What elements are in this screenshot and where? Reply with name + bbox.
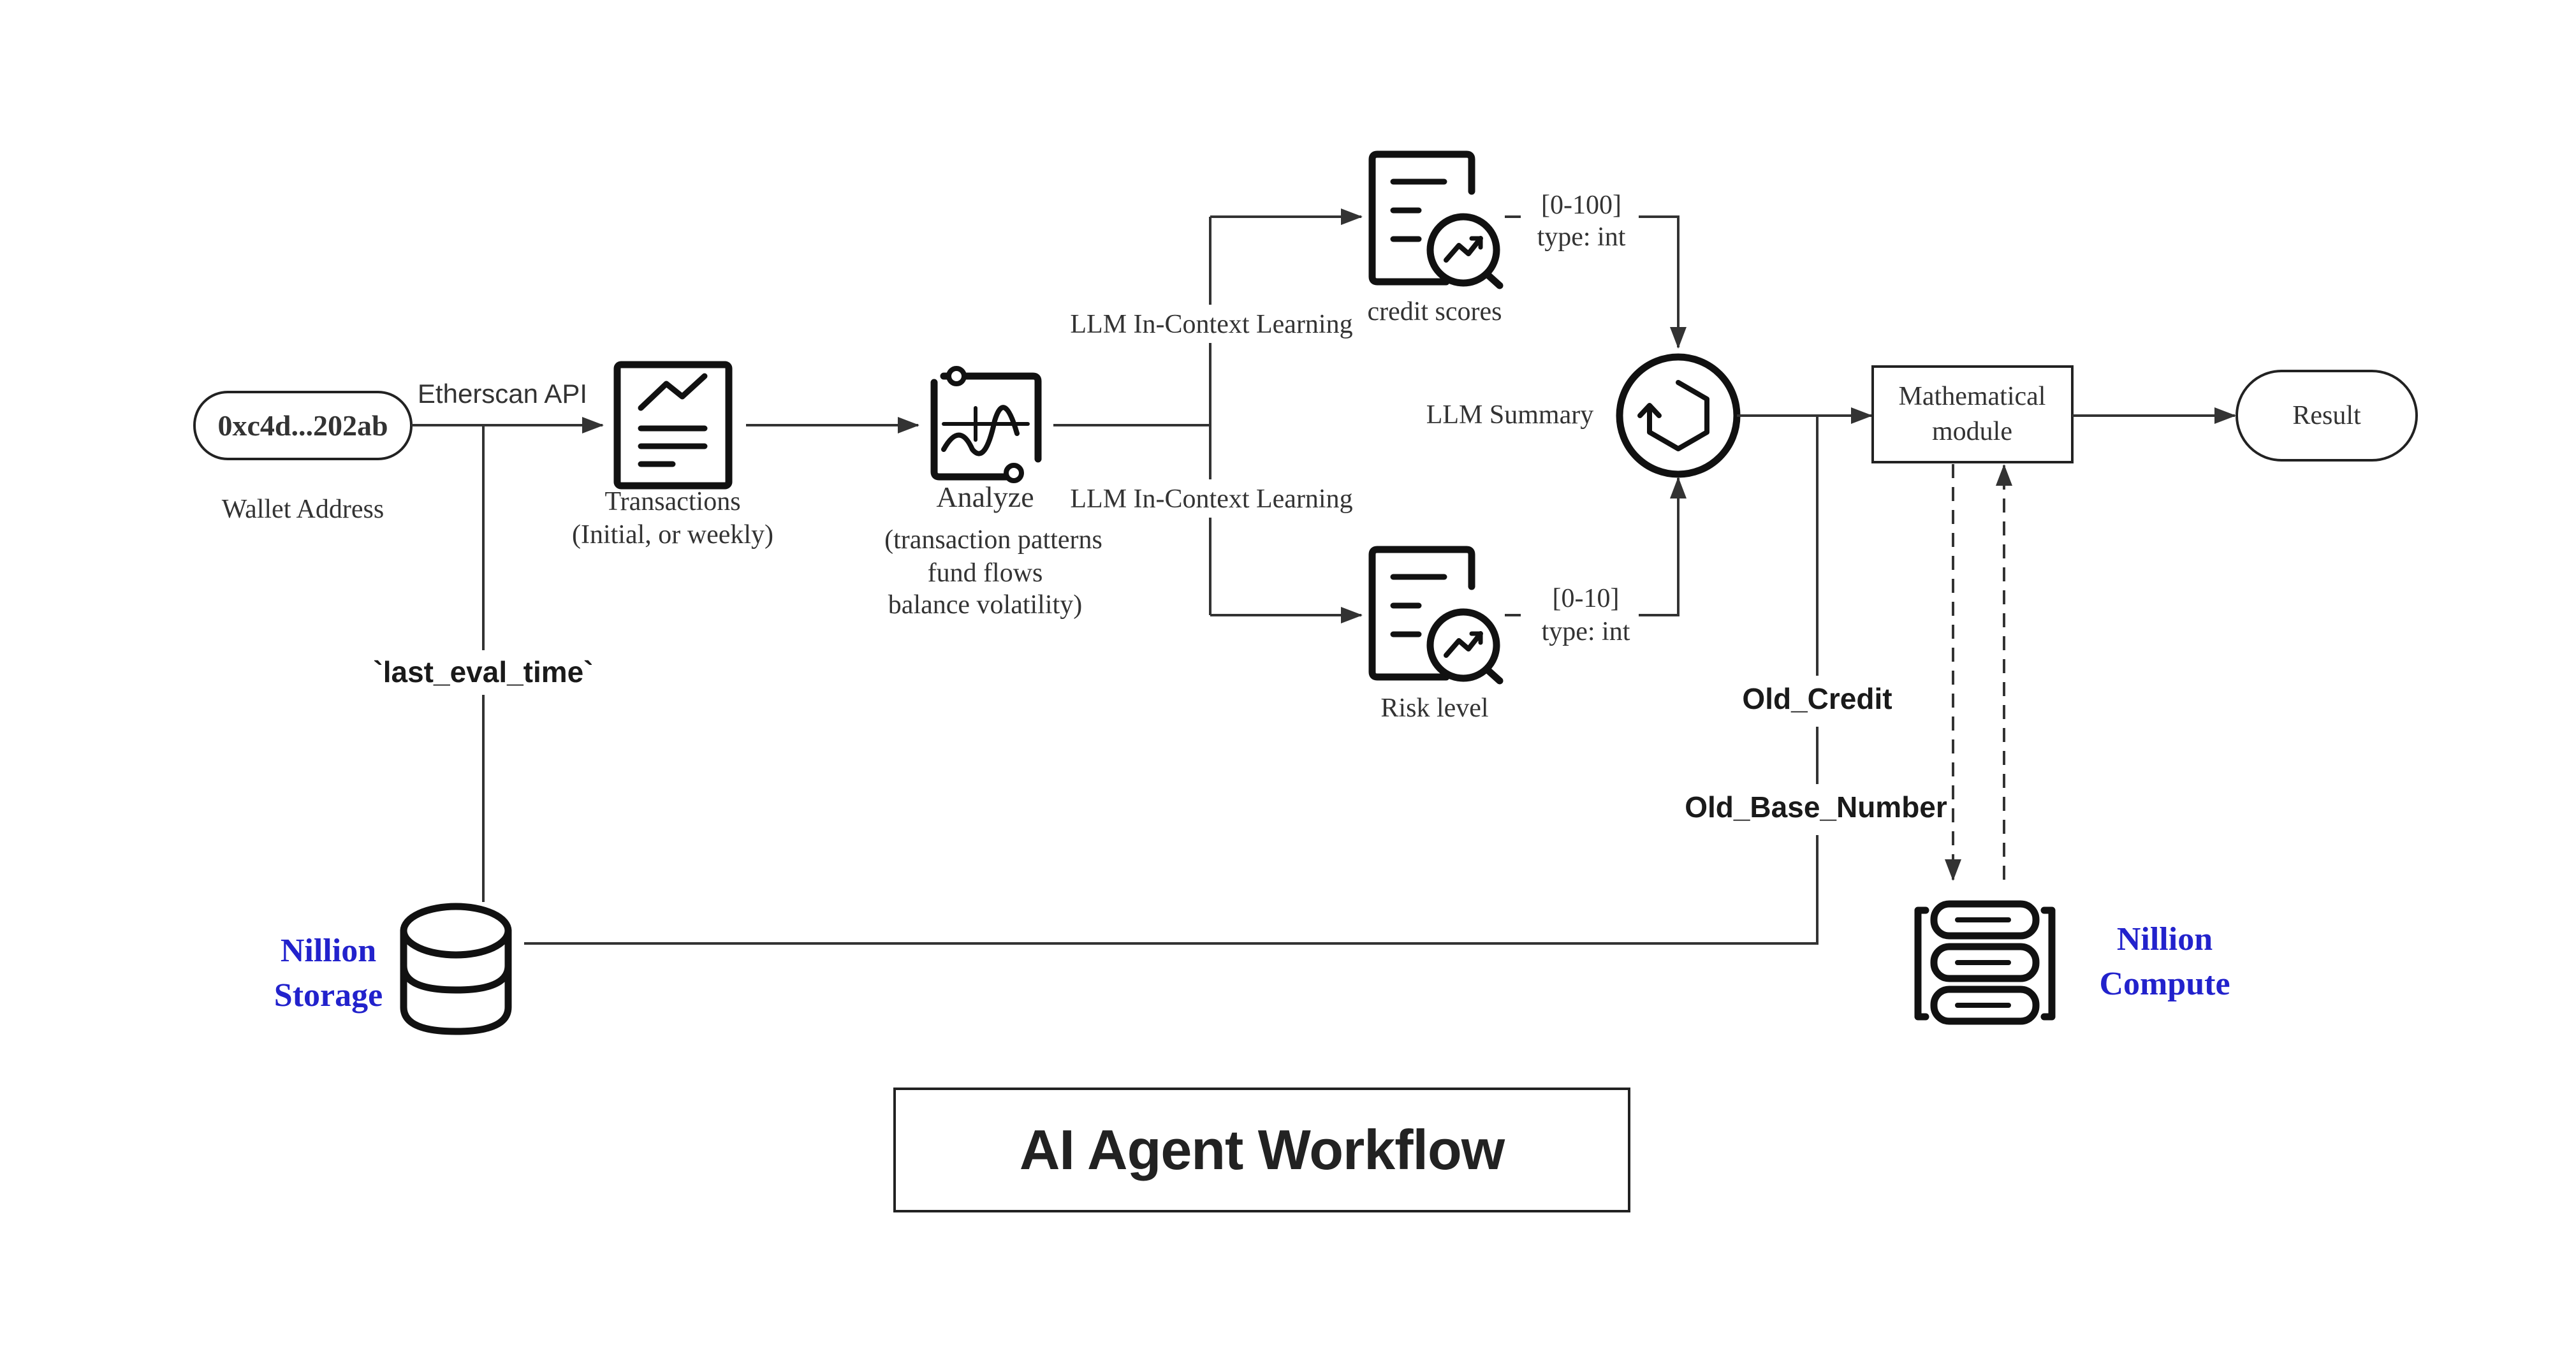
result-node: Result: [2236, 370, 2418, 462]
database-icon: [400, 903, 512, 1035]
analyze-title: Analyze: [936, 481, 1034, 513]
report-magnifier-icon: [1368, 150, 1504, 289]
llm-summary-label: LLM Summary: [1426, 400, 1593, 430]
analyze-line-3: balance volatility): [888, 590, 1082, 620]
storage-to-math-line: [524, 416, 1819, 945]
compute-label-1: Nillion: [2117, 921, 2213, 957]
math-module-node: Mathematical module: [1871, 365, 2074, 463]
refresh-hexagon-icon: [1616, 353, 1741, 478]
credit-type: type: int: [1537, 222, 1626, 252]
report-magnifier-icon: [1368, 546, 1504, 685]
title-box: AI Agent Workflow: [893, 1088, 1630, 1212]
analyze-line-2: fund flows: [928, 558, 1043, 588]
etherscan-label: Etherscan API: [418, 379, 587, 409]
llm-learning-top: LLM In-Context Learning: [1070, 310, 1352, 339]
storage-label-2: Storage: [274, 977, 383, 1014]
compute-label-2: Compute: [2099, 966, 2230, 1002]
llm-learning-bottom: LLM In-Context Learning: [1070, 484, 1352, 514]
wallet-node: 0xc4d...202ab: [193, 391, 413, 460]
risk-type: type: int: [1542, 617, 1630, 646]
credit-range: [0-100]: [1541, 191, 1621, 220]
credit-caption: credit scores: [1367, 297, 1502, 326]
analyze-chart-icon: [930, 366, 1042, 483]
risk-range: [0-10]: [1553, 584, 1620, 613]
transactions-label-1: Transactions: [604, 487, 740, 516]
analyze-line-1: (transaction patterns: [884, 525, 1102, 555]
last-eval-time-label: `last_eval_time`: [373, 655, 593, 688]
math-module-line-2: module: [1932, 417, 2012, 446]
old-credit-label: Old_Credit: [1742, 682, 1892, 715]
risk-caption: Risk level: [1380, 694, 1488, 723]
storage-label-1: Nillion: [281, 933, 376, 969]
transactions-label-2: (Initial, or weekly): [572, 520, 773, 549]
math-module-line-1: Mathematical: [1899, 382, 2046, 411]
result-label: Result: [2292, 401, 2361, 430]
diagram-title: AI Agent Workflow: [1020, 1118, 1505, 1181]
wallet-caption: Wallet Address: [222, 495, 384, 524]
old-base-number-label: Old_Base_Number: [1685, 790, 1947, 824]
document-chart-icon: [613, 361, 733, 490]
wallet-address: 0xc4d...202ab: [217, 409, 388, 442]
server-stack-icon: [1914, 900, 2056, 1025]
